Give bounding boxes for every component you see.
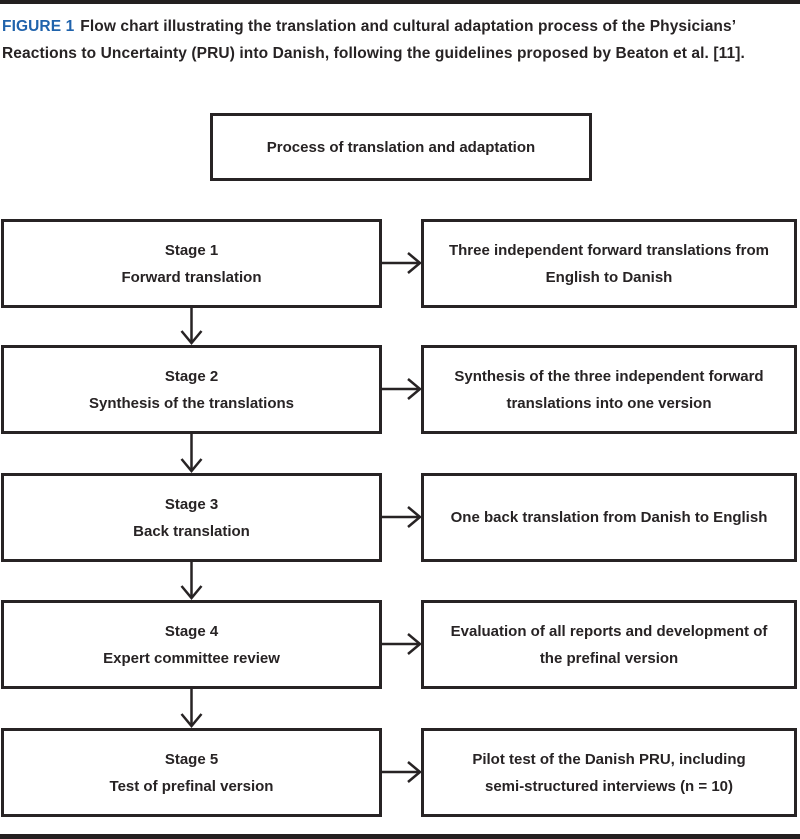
stage-3-box: Stage 3 Back translation — [1, 473, 382, 562]
stage-3-name: Back translation — [133, 522, 250, 540]
arrow-down-icon — [179, 560, 204, 600]
arrow-down-icon — [179, 688, 204, 728]
process-header-label: Process of translation and adaptation — [266, 138, 536, 156]
stage-2-detail-box: Synthesis of the three independent forwa… — [421, 345, 797, 434]
stage-4-name: Expert committee review — [103, 649, 280, 667]
stage-5-name: Test of prefinal version — [109, 777, 274, 795]
stage-3-detail-box: One back translation from Danish to Engl… — [421, 473, 797, 562]
stage-3-label: Stage 3 — [164, 495, 219, 513]
bottom-rule-bar — [0, 834, 800, 839]
stage-4-detail-box: Evaluation of all reports and developmen… — [421, 600, 797, 689]
process-header-box: Process of translation and adaptation — [210, 113, 592, 181]
stage-4-detail-line: Evaluation of all reports and developmen… — [450, 622, 768, 640]
stage-1-detail-line: English to Danish — [545, 268, 673, 286]
arrow-down-icon — [179, 305, 204, 345]
arrow-right-icon — [381, 759, 422, 785]
stage-2-label: Stage 2 — [164, 367, 219, 385]
figure-caption-text: Flow chart illustrating the translation … — [2, 18, 745, 62]
stage-1-detail-box: Three independent forward translations f… — [421, 219, 797, 308]
stage-5-box: Stage 5 Test of prefinal version — [1, 728, 382, 817]
stage-1-box: Stage 1 Forward translation — [1, 219, 382, 308]
stage-2-detail-line: Synthesis of the three independent forwa… — [454, 367, 764, 385]
stage-1-detail-line: Three independent forward translations f… — [448, 241, 770, 259]
stage-1-label: Stage 1 — [164, 241, 219, 259]
stage-5-detail-line: Pilot test of the Danish PRU, including — [472, 750, 746, 768]
arrow-down-icon — [179, 433, 204, 473]
stage-2-detail-line: translations into one version — [506, 394, 712, 412]
stage-2-box: Stage 2 Synthesis of the translations — [1, 345, 382, 434]
stage-2-name: Synthesis of the translations — [88, 394, 295, 412]
arrow-right-icon — [381, 250, 422, 276]
arrow-right-icon — [381, 504, 422, 530]
stage-5-detail-box: Pilot test of the Danish PRU, including … — [421, 728, 797, 817]
stage-3-detail-line: One back translation from Danish to Engl… — [450, 509, 768, 526]
figure-label: FIGURE 1 — [2, 18, 75, 35]
stage-4-box: Stage 4 Expert committee review — [1, 600, 382, 689]
stage-4-label: Stage 4 — [164, 622, 219, 640]
arrow-right-icon — [381, 631, 422, 657]
stage-5-label: Stage 5 — [164, 750, 219, 768]
stage-1-name: Forward translation — [121, 268, 262, 286]
stage-5-detail-line: semi-structured interviews (n = 10) — [485, 777, 733, 795]
top-rule-bar — [0, 0, 800, 4]
arrow-right-icon — [381, 376, 422, 402]
stage-4-detail-line: the prefinal version — [539, 649, 679, 667]
